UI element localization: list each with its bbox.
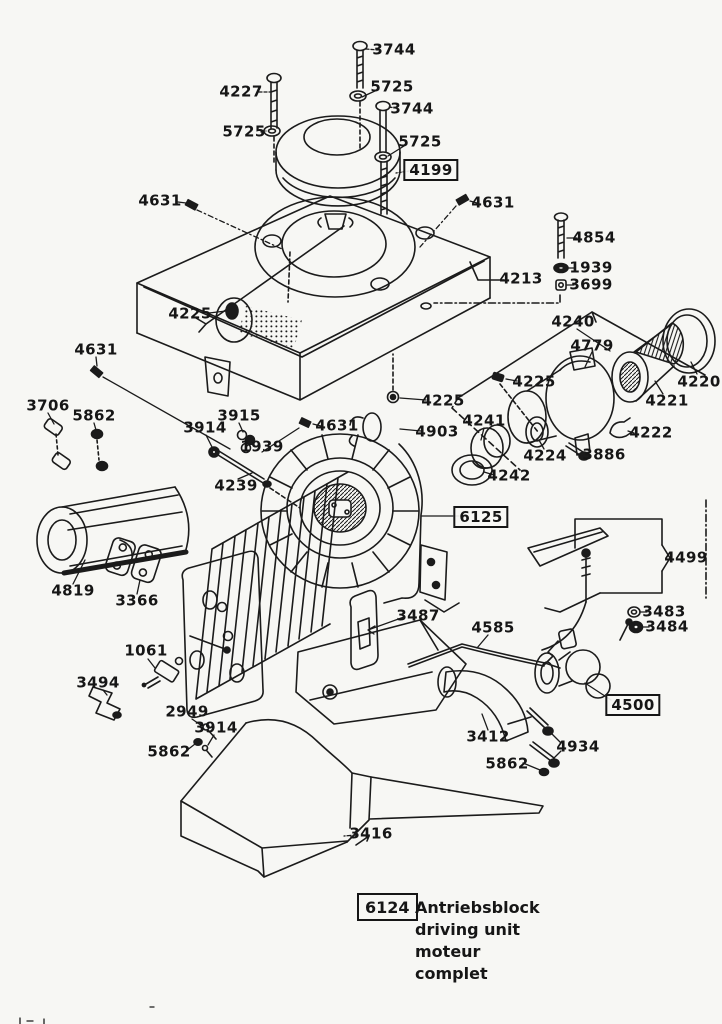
engine-block xyxy=(181,433,467,725)
part-label-4241: 4241 xyxy=(462,411,506,430)
carburetor-assembly xyxy=(88,618,633,878)
part-label-5725: 5725 xyxy=(370,77,414,96)
part-label-4222: 4222 xyxy=(629,423,673,442)
part-label-3484: 3484 xyxy=(645,617,689,636)
part-label-4854: 4854 xyxy=(572,228,616,247)
part-label-4225: 4225 xyxy=(421,391,465,410)
part-label-4225: 4225 xyxy=(168,304,212,323)
part-label-4631: 4631 xyxy=(471,193,515,212)
legend-line-fr: moteur complet xyxy=(415,942,488,983)
part-label-4239: 4239 xyxy=(214,476,258,495)
part-label-5725: 5725 xyxy=(398,132,442,151)
part-label-4213: 4213 xyxy=(499,269,543,288)
part-label-3412: 3412 xyxy=(466,727,510,746)
part-label-3706: 3706 xyxy=(26,396,70,415)
part-label-3699: 3699 xyxy=(569,275,613,294)
part-label-4199: 4199 xyxy=(403,159,459,181)
part-label-5862: 5862 xyxy=(485,754,529,773)
part-label-4225: 4225 xyxy=(512,372,556,391)
part-label-5725: 5725 xyxy=(222,122,266,141)
legend-text: Antriebsblock driving unit moteur comple… xyxy=(415,897,540,985)
part-label-3744: 3744 xyxy=(390,99,434,118)
part-label-3416: 3416 xyxy=(349,824,393,843)
part-label-3494: 3494 xyxy=(76,673,120,692)
part-label-1061: 1061 xyxy=(124,641,168,660)
part-label-4934: 4934 xyxy=(556,737,600,756)
part-label-4220: 4220 xyxy=(677,372,721,391)
part-label-4224: 4224 xyxy=(523,446,567,465)
part-label-3886: 3886 xyxy=(582,445,626,464)
part-label-4240: 4240 xyxy=(551,312,595,331)
part-label-4779: 4779 xyxy=(570,336,614,355)
blower-housing xyxy=(136,195,561,401)
part-label-3366: 3366 xyxy=(115,591,159,610)
part-label-3914: 3914 xyxy=(194,718,238,737)
part-label-4242: 4242 xyxy=(487,466,531,485)
air-filter-assembly xyxy=(451,212,716,486)
part-label-4227: 4227 xyxy=(219,82,263,101)
part-label-5862: 5862 xyxy=(147,742,191,761)
top-fasteners xyxy=(263,40,392,215)
part-label-3914: 3914 xyxy=(183,418,227,437)
part-label-6125: 6125 xyxy=(453,506,509,528)
muffler-assembly xyxy=(36,418,301,584)
part-label-4819: 4819 xyxy=(51,581,95,600)
part-label-3915: 3915 xyxy=(217,406,261,425)
part-label-3487: 3487 xyxy=(396,606,440,625)
part-label-4585: 4585 xyxy=(471,618,515,637)
legend-line-en: driving unit xyxy=(415,920,521,939)
part-label-4221: 4221 xyxy=(645,391,689,410)
part-label-2949: 2949 xyxy=(165,702,209,721)
legend-line-de: Antriebsblock xyxy=(415,898,540,917)
part-label-4631: 4631 xyxy=(315,416,359,435)
part-label-4903: 4903 xyxy=(415,422,459,441)
part-label-4499: 4499 xyxy=(664,548,708,567)
part-label-1939: 1939 xyxy=(569,258,613,277)
part-label-3744: 3744 xyxy=(372,40,416,59)
part-label-4631: 4631 xyxy=(74,340,118,359)
part-label-4500: 4500 xyxy=(605,694,661,716)
governor-panel xyxy=(527,499,707,651)
part-label-4631: 4631 xyxy=(138,191,182,210)
part-label-5862: 5862 xyxy=(72,406,116,425)
part-label-1939: 1939 xyxy=(240,437,284,456)
part-label-3483: 3483 xyxy=(642,602,686,621)
leader-lines xyxy=(19,48,698,1024)
legend-code-box: 6124 xyxy=(357,893,418,921)
